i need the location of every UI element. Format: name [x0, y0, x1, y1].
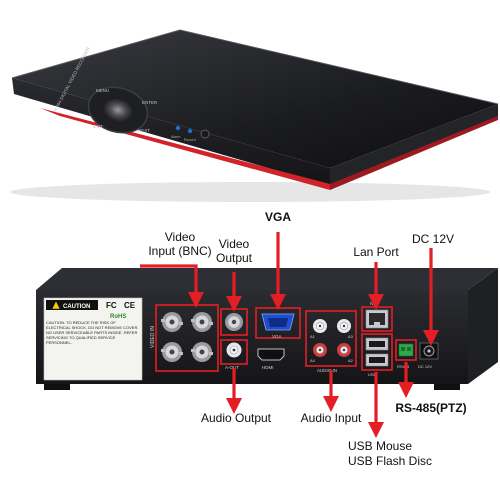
bnc-input-2 — [191, 312, 213, 332]
video-input-highlight — [155, 304, 219, 372]
rca-audio-output — [226, 342, 242, 358]
caution-title: CAUTION — [63, 304, 90, 310]
usb-port-1 — [365, 337, 389, 351]
record-led — [187, 128, 193, 134]
callout-usb-line2: USB Flash Disc — [348, 454, 433, 468]
rear-top-lid — [36, 268, 498, 290]
dc-12v-label: DC 12V — [418, 364, 432, 369]
callout-audio-input: Audio Input — [300, 411, 362, 425]
rohs-mark: RoHS — [110, 314, 126, 320]
audio-output-highlight — [220, 339, 248, 365]
dvr-rear-view: CAUTION FC CE RoHS CAUTION: TO REDUCE TH… — [36, 268, 498, 390]
arrow-video-input — [140, 264, 204, 308]
rear-foot-left — [44, 384, 70, 390]
callout-vga: VGA — [264, 210, 291, 224]
next-button-label: NEXT — [138, 128, 150, 133]
a-out-label: A-OUT — [225, 365, 239, 370]
enter-button-label: ENTER — [142, 100, 158, 105]
audio-input-highlight — [305, 310, 357, 367]
usb-highlight — [361, 333, 393, 371]
rca-audio-in-1 — [313, 319, 327, 333]
callout-audio-output: Audio Output — [200, 411, 272, 425]
caution-text-box: CAUTION: TO REDUCE THE RISK OF ELECTRICA… — [46, 320, 139, 345]
rs485-terminal — [398, 343, 414, 357]
rj45-port — [365, 309, 389, 329]
rca-audio-in-2 — [337, 319, 351, 333]
dvr-front-view: H.264 DIGITAL VIDEO RECORDER MENU EXIT E… — [10, 29, 499, 202]
callout-lan-port: Lan Port — [353, 245, 399, 259]
hdmi-port — [257, 348, 285, 361]
rs485-label: RS485 — [397, 364, 410, 369]
callout-usb-line1: USB Mouse — [348, 439, 413, 453]
callout-video-input-line1: Video — [164, 230, 196, 244]
dvr-shadow — [10, 182, 490, 202]
audio-port-a3: A3 — [348, 334, 354, 339]
rear-right-side — [468, 268, 498, 384]
callout-dc-12v: DC 12V — [411, 232, 455, 246]
rs485-highlight — [395, 339, 417, 361]
dvr-red-trim-side — [330, 116, 498, 190]
callout-video-output-line2: Output — [215, 251, 253, 265]
alarm-led — [175, 125, 181, 131]
rca-audio-in-3 — [313, 343, 327, 357]
dvr-right-side — [330, 104, 498, 186]
ir-lens — [102, 97, 134, 123]
menu-button-label: MENU — [96, 88, 109, 93]
bnc-input-4 — [191, 342, 213, 362]
video-in-label: VIDEO IN — [150, 326, 156, 348]
audio-port-a2: A2 — [348, 358, 354, 363]
dvr-top-lid — [12, 30, 498, 168]
warning-triangle-icon — [51, 300, 61, 310]
vga-port — [261, 313, 295, 331]
caution-text: CAUTION: TO REDUCE THE RISK OF ELECTRICA… — [46, 320, 139, 345]
callout-video-output-line1: Video — [218, 237, 250, 251]
dvr-top-edge-highlight — [11, 29, 499, 105]
bnc-video-output — [225, 313, 243, 331]
audio-port-a1: A1 — [310, 334, 316, 339]
ce-mark: CE — [124, 301, 136, 310]
bnc-input-3 — [161, 342, 183, 362]
power-button-icon — [200, 129, 210, 139]
fcc-mark: FC — [106, 301, 117, 310]
callout-arrows — [140, 232, 439, 438]
caution-title-bar — [46, 300, 98, 310]
hdmi-label: HDMI — [262, 365, 274, 370]
dc-power-jack — [419, 342, 439, 360]
record-led-label: Record — [184, 138, 196, 142]
callout-rs485: RS-485(PTZ) — [395, 401, 467, 415]
alarm-led-label: Alarm — [171, 135, 180, 139]
caution-sticker — [43, 297, 143, 381]
callout-video-input-line2: Input (BNC) — [148, 244, 212, 258]
rca-audio-in-4 — [337, 343, 351, 357]
bnc-input-1 — [161, 312, 183, 332]
vga-port-label: VGA — [272, 334, 282, 339]
exit-button-label: EXIT — [93, 124, 103, 129]
audio-in-label: AUDIO IN — [317, 368, 337, 373]
audio-port-a4: A4 — [310, 358, 316, 363]
usb-port-2 — [365, 353, 389, 367]
usb-label: USB — [368, 372, 377, 377]
rear-foot-right — [434, 384, 460, 390]
